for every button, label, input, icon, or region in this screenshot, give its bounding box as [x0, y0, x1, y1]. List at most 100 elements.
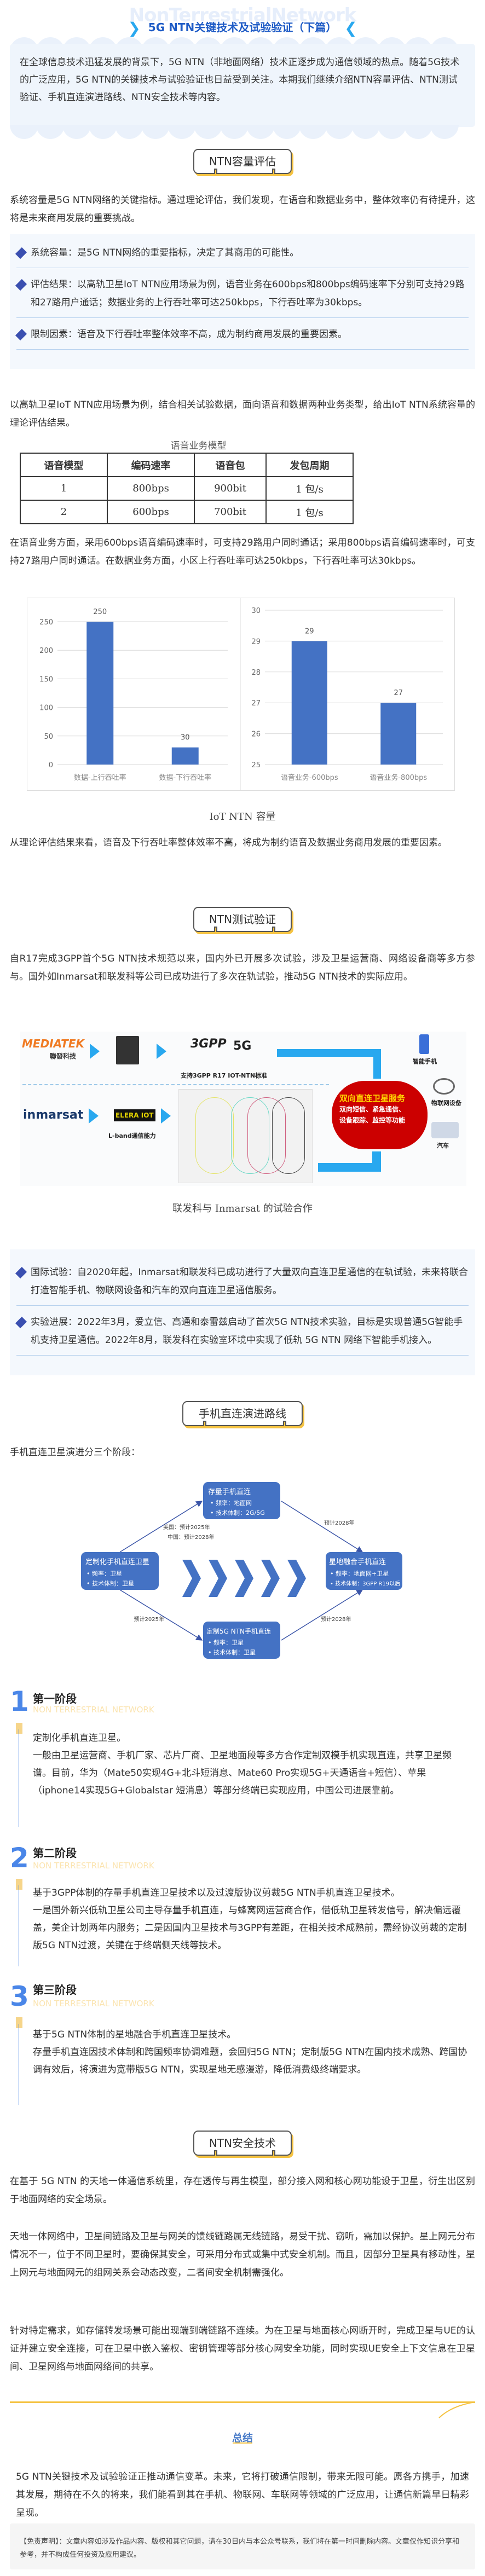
- diamond-icon: [15, 1316, 27, 1329]
- section-heading-security: NTN安全技术: [193, 2131, 292, 2156]
- table-cell: 1: [19, 476, 108, 501]
- node-line: • 技术体制：卫星: [86, 1579, 134, 1587]
- y-tick-label: 26: [251, 731, 261, 739]
- stage-title: 第三阶段: [33, 1983, 77, 1996]
- coverage-beam: [272, 1097, 305, 1174]
- divider-curve: [438, 2401, 476, 2418]
- stage-body: 基于5G NTN体制的星地融合手机直连卫星技术。存量手机直连因技术体制和跨国频率…: [33, 2026, 468, 2079]
- y-tick-label: 100: [39, 704, 53, 713]
- bullet-text: 系统容量：是5G NTN网络的重要指标，决定了其商用的可能性。: [31, 247, 299, 258]
- node-line: • 技术体制：2G/5G: [210, 1509, 265, 1516]
- node-title: 存量手机直连: [208, 1487, 251, 1496]
- node-title: 星地融合手机直连: [329, 1558, 386, 1566]
- iot-device-icon: [433, 1078, 455, 1095]
- stage-text: 一般由卫星运营商、手机厂家、芯片厂商、卫星地面段等多方合作定制双模手机实现直连，…: [33, 1750, 452, 1796]
- table-header: 语音模型: [19, 453, 108, 477]
- paragraph: 自R17完成3GPP首个5G NTN技术规范以来，国内外已开展多次试验，涉及卫星…: [10, 953, 475, 982]
- chip-image: [116, 1036, 139, 1064]
- section-heading-text: NTN容量评估: [209, 155, 276, 168]
- iot-label: 物联网设备: [431, 1099, 461, 1107]
- diamond-icon: [15, 328, 27, 341]
- flow-arrow: [372, 1151, 381, 1172]
- cloud-title: 双向直连卫星服务: [339, 1093, 406, 1103]
- phone-icon: [419, 1034, 429, 1054]
- bar: [86, 622, 114, 765]
- node-line: • 频率：卫星: [208, 1639, 244, 1646]
- car-icon: [431, 1122, 459, 1138]
- section-heading-text: NTN测试验证: [209, 913, 276, 926]
- stage-body: 基于3GPP体制的存量手机直连卫星技术以及过渡版协议剪裁5G NTN手机直连卫星…: [33, 1884, 468, 1954]
- bullet-text: 实验进展：2022年3月，爱立信、高通和泰雷兹启动了首次5G NTN技术实验，目…: [31, 1317, 463, 1346]
- section-heading-testing: NTN测试验证: [193, 907, 292, 932]
- node-line: • 技术体制：3GPP R19以后: [330, 1580, 400, 1587]
- paragraph: 天地一体网络中，卫星间链路及卫星与网关的馈线链路属无线链路，易受干扰、窃听，需加…: [10, 2231, 475, 2278]
- node-right: [326, 1552, 402, 1590]
- bar: [380, 703, 417, 765]
- flow-arrow: [318, 1163, 381, 1172]
- y-tick-label: 29: [251, 638, 261, 646]
- node-left: [81, 1552, 159, 1590]
- node-title: 定制5G NTN手机直连: [206, 1627, 271, 1635]
- capacity-chart-svg: 050100150200250250数据-上行吞吐率30数据-下行吞吐率2526…: [39, 598, 443, 790]
- inmarsat-logo: inmarsat: [23, 1108, 84, 1122]
- summary-paragraph: 5G NTN关键技术及试验验证正推动通信变革。未来，它将打破通信限制，带来无限可…: [16, 2471, 469, 2519]
- table-cell: 1 包/s: [265, 476, 354, 501]
- disclaimer-box: 【免责声明】：文章内容如涉及作品内容、版权和其它问题，请在30日内与本公众号联系…: [10, 2523, 475, 2569]
- section-heading-roadmap: 手机直连演进路线: [182, 1401, 303, 1426]
- diamond-icon: [15, 279, 27, 291]
- coverage-beam: [231, 1097, 269, 1174]
- node-line: • 技术体制：卫星: [208, 1648, 256, 1656]
- stage-title: 第一阶段: [33, 1692, 77, 1705]
- stage-body: 定制化手机直连卫星。一般由卫星运营商、手机厂家、芯片厂商、卫星地面段等多方合作定…: [33, 1729, 468, 1799]
- chevron-right-icon: ❯: [128, 19, 141, 37]
- node-top: [203, 1482, 280, 1519]
- standard-label: 支持3GPP R17 IOT-NTN标准: [181, 1072, 268, 1079]
- x-category-label: 语音业务-600bps: [281, 773, 338, 782]
- article-title: ❯5G NTN关键技术及试验验证（下篇）❮: [0, 19, 485, 37]
- diamond-icon: [15, 247, 27, 259]
- bullet-text: 国际试验：自2020年起，Inmarsat和联发科已成功进行了大量双向直连卫星通…: [31, 1267, 468, 1296]
- stage-number: 2: [10, 1842, 29, 1874]
- stage-lead: 定制化手机直连卫星。: [33, 1733, 126, 1744]
- edge-label: 预计2025年: [134, 1616, 164, 1623]
- intro-box: 在全球信息技术迅猛发展的背景下，5G NTN（非地面网络）技术正逐步成为通信领域…: [10, 44, 475, 127]
- car-label: 汽车: [437, 1142, 449, 1149]
- y-tick-label: 200: [39, 647, 53, 655]
- paragraph: 手机直连卫星演进分三个阶段：: [10, 1447, 140, 1458]
- bullet-text: 限制因素：语音及下行吞吐率整体效率不高，成为制约商用发展的重要因素。: [31, 329, 347, 340]
- section-heading-capacity: NTN容量评估: [193, 149, 292, 174]
- 5g-logo: 5G: [233, 1039, 252, 1053]
- x-category-label: 数据-下行吞吐率: [159, 773, 211, 782]
- mediatek-inmarsat-figure: MEDIATEK 聯發科技 3GPP 5G 支持3GPP R17 IOT-NTN…: [20, 1032, 466, 1186]
- service-cloud: 双向直连卫星服务 双向短信、紧急通信、 设备跟踪、监控等功能: [332, 1081, 428, 1149]
- cloud-line: 双向短信、紧急通信、: [339, 1105, 406, 1113]
- coverage-beam: [247, 1097, 286, 1174]
- paragraph: 在基于 5G NTN 的天地一体通信系统里，存在透传与再生模型，部分接入网和核心…: [10, 2176, 475, 2205]
- x-category-label: 数据-上行吞吐率: [74, 773, 126, 782]
- edge-label: 中国：预计2028年: [168, 1533, 214, 1541]
- node-bottom: [203, 1622, 280, 1659]
- bullet-item: 系统容量：是5G NTN网络的重要指标，决定了其商用的可能性。: [15, 240, 469, 268]
- arrow-right-icon: [161, 1108, 171, 1124]
- data-label: 30: [181, 734, 190, 742]
- summary-title: 总结: [232, 2432, 253, 2444]
- paragraph: 针对特定需求，如存储转发场景可能出现端到端链路不连续。为在卫星与地面核心网断开时…: [10, 2325, 475, 2372]
- bullet-item: 实验进展：2022年3月，爱立信、高通和泰雷兹启动了首次5G NTN技术实验，目…: [15, 1309, 469, 1356]
- elera-logo: ELERA IOT: [114, 1109, 155, 1121]
- figure-caption: 联发科与 Inmarsat 的试验合作: [172, 1203, 313, 1214]
- edge-label: 美国：预计2025年: [163, 1524, 210, 1531]
- table-header: 语音包: [194, 453, 267, 477]
- voice-model-table: 语音模型 编码速率 语音包 发包周期 1 800bps 900bit 1 包/s…: [19, 453, 354, 524]
- y-tick-label: 27: [251, 699, 261, 708]
- y-tick-label: 50: [44, 733, 53, 741]
- arrow-right-icon: [89, 1108, 99, 1124]
- table-cell: 800bps: [107, 476, 195, 501]
- arrow-right-icon: [157, 1044, 166, 1059]
- table-row: 1 800bps 900bit 1 包/s: [19, 476, 354, 501]
- section-heading-text: 手机直连演进路线: [199, 1407, 286, 1420]
- node-line: • 频率：卫星: [86, 1570, 122, 1577]
- chevron-arrows: [182, 1560, 306, 1597]
- edge-label: 预计2028年: [321, 1616, 351, 1623]
- edge-arrow: [281, 1589, 363, 1641]
- stage-marker: [16, 1879, 22, 1890]
